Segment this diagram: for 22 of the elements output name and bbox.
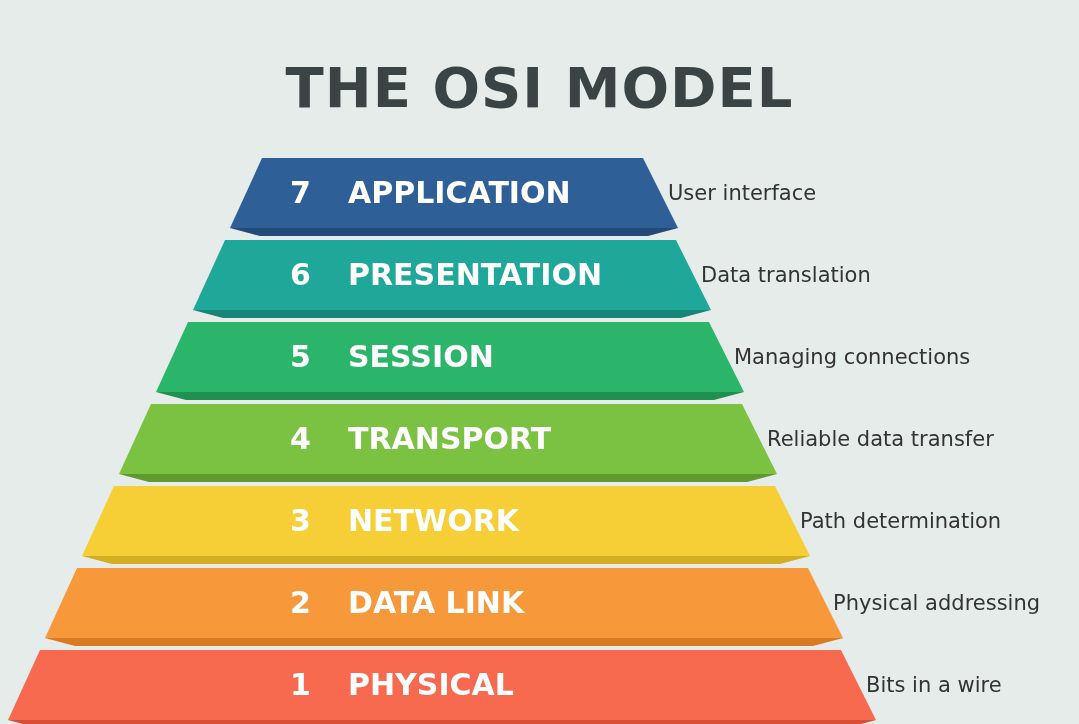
- layer-name: PHYSICAL: [348, 667, 514, 703]
- layer-name: DATA LINK: [348, 585, 525, 621]
- layer-number: 4: [290, 421, 311, 457]
- layer-number: 2: [290, 585, 311, 621]
- layer-name: SESSION: [348, 339, 494, 375]
- layer-description: Physical addressing: [833, 590, 1041, 617]
- layer-description: Reliable data transfer: [767, 426, 994, 453]
- layer-number: 6: [290, 257, 311, 293]
- layer-name: PRESENTATION: [348, 257, 603, 293]
- layer-description: Path determination: [800, 508, 1002, 535]
- layer-name: NETWORK: [348, 503, 519, 539]
- layer-number: 7: [290, 175, 311, 211]
- layer-name: TRANSPORT: [348, 421, 552, 457]
- layer-name: APPLICATION: [348, 175, 571, 211]
- diagram-title: THE OSI MODEL: [284, 55, 795, 120]
- layer-number: 1: [290, 667, 311, 703]
- layer-description: Bits in a wire: [866, 672, 1002, 699]
- layer-description: User interface: [668, 180, 817, 207]
- layer-number: 5: [290, 339, 311, 375]
- layer-number: 3: [290, 503, 311, 539]
- layer-description: Managing connections: [734, 344, 971, 371]
- layer-description: Data translation: [701, 262, 871, 289]
